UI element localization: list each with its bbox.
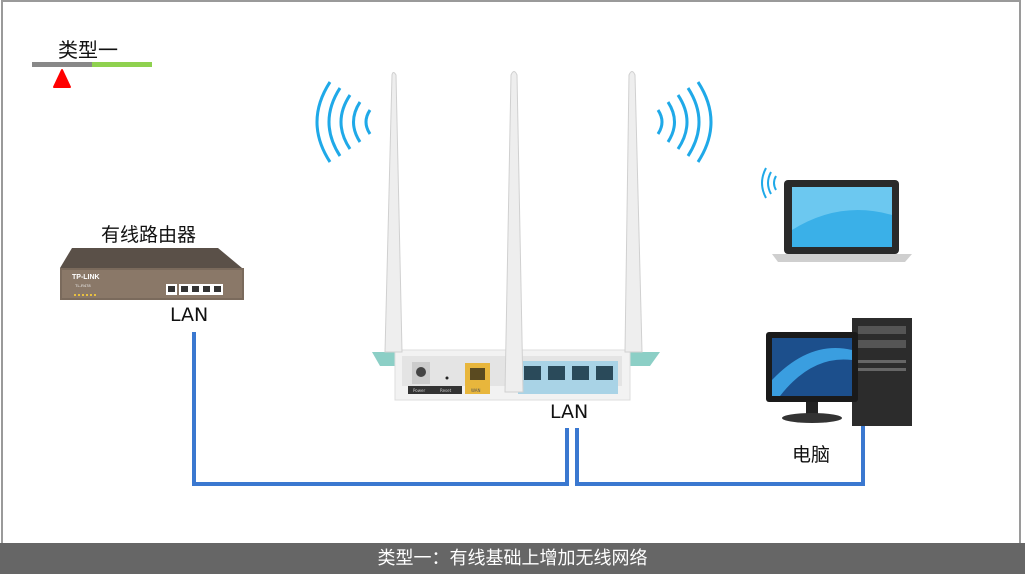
progress-rest bbox=[92, 62, 152, 67]
wired-router-brand: TP-LINK bbox=[72, 274, 100, 281]
antenna-left bbox=[384, 72, 403, 353]
reset-port-label: Reset bbox=[440, 388, 452, 393]
power-port-label: Power bbox=[413, 388, 425, 393]
antenna-right bbox=[624, 71, 643, 353]
wireless-router-icon: Power Reset WAN bbox=[372, 71, 660, 401]
laptop-icon bbox=[772, 180, 912, 262]
wired-router-model: TL-R478 bbox=[75, 283, 91, 288]
caption-bar: 类型一：有线基础上增加无线网络 bbox=[0, 543, 1025, 574]
wan-port-label: WAN bbox=[471, 388, 480, 393]
wired-router-lan-label: LAN bbox=[170, 304, 209, 326]
computer-label: 电脑 bbox=[792, 444, 831, 466]
type-label: 类型一 bbox=[58, 38, 118, 62]
wireless-router-lan-label: LAN bbox=[550, 401, 589, 423]
desktop-computer-icon bbox=[766, 318, 912, 426]
wired-router-icon: TP-LINK TL-R478 bbox=[60, 248, 244, 300]
cable-wired-router-to-wireless bbox=[192, 332, 569, 486]
progress-done bbox=[32, 62, 92, 67]
position-marker-icon[interactable] bbox=[53, 69, 71, 88]
frame bbox=[1, 0, 1021, 543]
cable-wireless-to-computer bbox=[575, 425, 865, 486]
antenna-center bbox=[504, 71, 524, 393]
wifi-right-icon bbox=[656, 81, 713, 163]
wifi-left-icon bbox=[315, 81, 372, 163]
wifi-laptop-icon bbox=[761, 167, 777, 199]
wired-router-label: 有线路由器 bbox=[101, 224, 197, 246]
